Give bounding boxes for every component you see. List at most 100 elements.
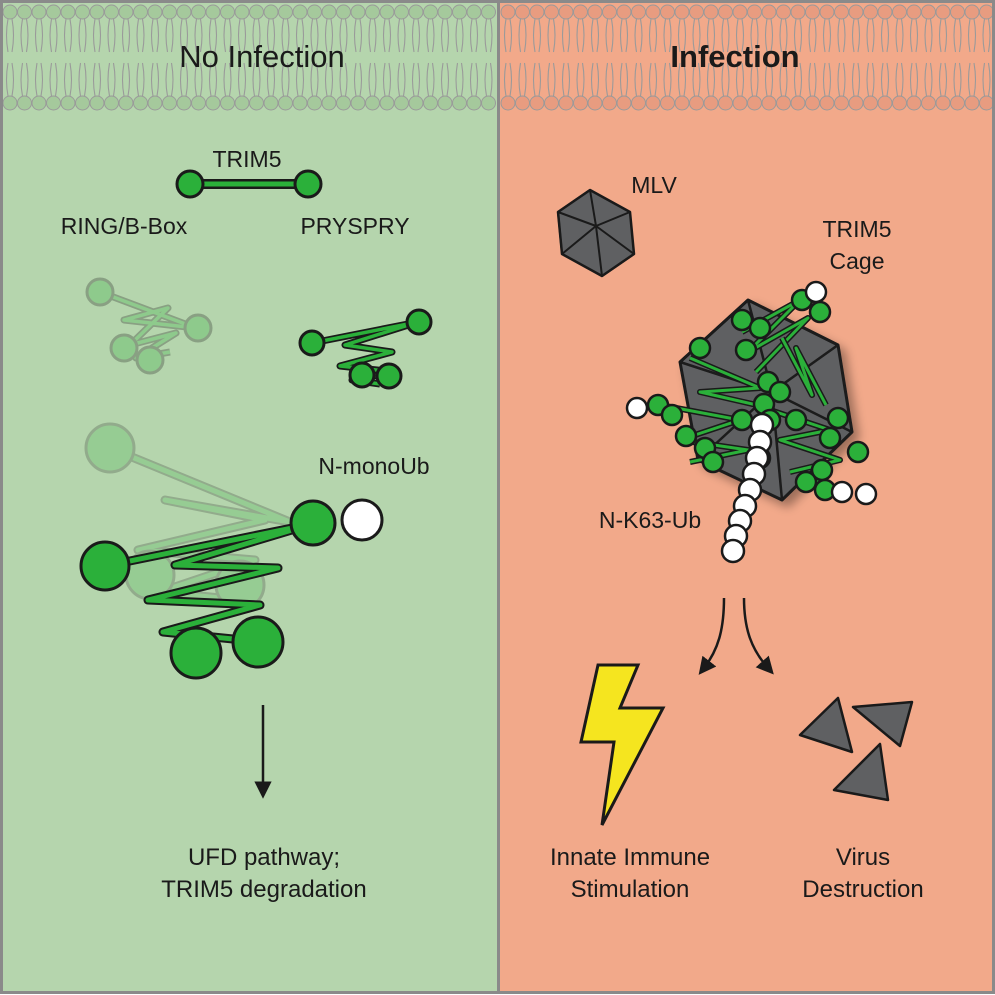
n-k63-ub-label: N-K63-Ub <box>599 507 701 533</box>
lipid-head <box>718 4 733 20</box>
lipid-tail <box>411 18 421 97</box>
lipid-head <box>278 4 293 20</box>
trim5-label: TRIM5 <box>213 146 282 172</box>
lipid-tail <box>353 18 363 97</box>
trim5-dimer-monoub: N-monoUb <box>79 453 430 680</box>
lipid-tail <box>5 18 15 97</box>
n-monoub-label: N-monoUb <box>318 453 429 479</box>
lipid-tail <box>605 18 614 97</box>
arrow-to-immune <box>698 597 726 675</box>
lipid-head <box>104 4 119 20</box>
lipid-tail <box>237 18 247 97</box>
lipid-head <box>466 4 482 20</box>
lipid-head <box>703 95 719 111</box>
lipid-head <box>336 4 351 20</box>
lipid-head <box>205 4 221 20</box>
lipid-head <box>979 95 994 111</box>
lipid-tail <box>837 18 846 97</box>
trim5-domain <box>660 403 684 427</box>
lipid-head <box>747 95 762 111</box>
lipid-head <box>191 95 206 111</box>
lipid-head <box>689 95 704 111</box>
lipid-tail <box>469 18 479 97</box>
lipid-tail <box>20 18 29 97</box>
trim5-domain <box>818 426 842 450</box>
lipid-tail <box>735 18 745 97</box>
lipid-tail <box>909 18 919 97</box>
lipid-head <box>176 4 192 20</box>
ring-bbox-label: RING/B-Box <box>61 213 188 239</box>
lipid-head <box>350 95 366 111</box>
lipid-head <box>263 4 279 20</box>
pryspry-domain <box>293 169 323 199</box>
lipid-head <box>321 95 337 111</box>
lipid-head <box>718 95 733 111</box>
lipid-head <box>481 4 496 20</box>
lipid-head <box>950 95 965 111</box>
lipid-tail <box>281 18 290 97</box>
ubiquitin <box>830 480 854 504</box>
lipid-head <box>365 95 380 111</box>
lipid-head <box>466 95 482 111</box>
lipid-head <box>162 95 177 111</box>
lipid-tail <box>266 18 276 97</box>
lipid-head <box>602 4 617 20</box>
lipid-head <box>365 4 380 20</box>
faded-trim5-dimer-large <box>84 422 295 611</box>
lipid-head <box>776 4 791 20</box>
lipid-head <box>877 4 893 20</box>
lipid-head <box>17 4 32 20</box>
lipid-head <box>732 95 748 111</box>
pryspry-label: PRYSPRY <box>300 213 409 239</box>
lipid-tail <box>107 18 116 97</box>
lipid-tail <box>793 18 803 97</box>
trim5-domain <box>846 440 870 464</box>
lipid-head <box>249 95 264 111</box>
lipid-head <box>776 95 791 111</box>
lipid-tail <box>368 18 377 97</box>
lipid-head <box>423 4 438 20</box>
lipid-head <box>529 95 545 111</box>
lipid-tail <box>34 18 44 97</box>
lipid-head <box>249 4 264 20</box>
trim5-domain <box>826 406 850 430</box>
lipid-head <box>645 95 661 111</box>
lipid-tail <box>223 18 232 97</box>
mlv-capsid: MLV <box>556 172 677 278</box>
trim5-domain <box>734 338 758 362</box>
lipid-head <box>805 4 820 20</box>
lipid-head <box>892 95 907 111</box>
lipid-head <box>234 4 250 20</box>
lipid-head <box>278 95 293 111</box>
lipid-head <box>2 4 18 20</box>
lipid-head <box>437 4 453 20</box>
lipid-tail <box>382 18 392 97</box>
trim5-legend: TRIM5 RING/B-Box PRYSPRY <box>61 146 410 239</box>
virus-fragment-icon <box>798 696 914 802</box>
lipid-tail <box>880 18 890 97</box>
lipid-tail <box>895 18 904 97</box>
lipid-tail <box>440 18 450 97</box>
lipid-head <box>307 95 322 111</box>
lipid-head <box>133 95 148 111</box>
ring-domain <box>348 361 376 389</box>
lipid-head <box>964 95 980 111</box>
lipid-head <box>292 95 308 111</box>
lipid-tail <box>310 18 319 97</box>
lipid-head <box>790 4 806 20</box>
lipid-head <box>307 4 322 20</box>
lipid-head <box>544 4 559 20</box>
trim5-domain <box>701 450 725 474</box>
lipid-tail <box>455 18 464 97</box>
lipid-head <box>616 4 632 20</box>
lipid-head <box>863 95 878 111</box>
lipid-head <box>17 95 32 111</box>
trim5-cage-complex: N-K63-Ub <box>599 280 878 564</box>
lipid-head <box>935 95 951 111</box>
trim5-domain <box>730 408 754 432</box>
trim5-domain <box>748 316 772 340</box>
lipid-head <box>263 95 279 111</box>
lipid-head <box>935 4 951 20</box>
